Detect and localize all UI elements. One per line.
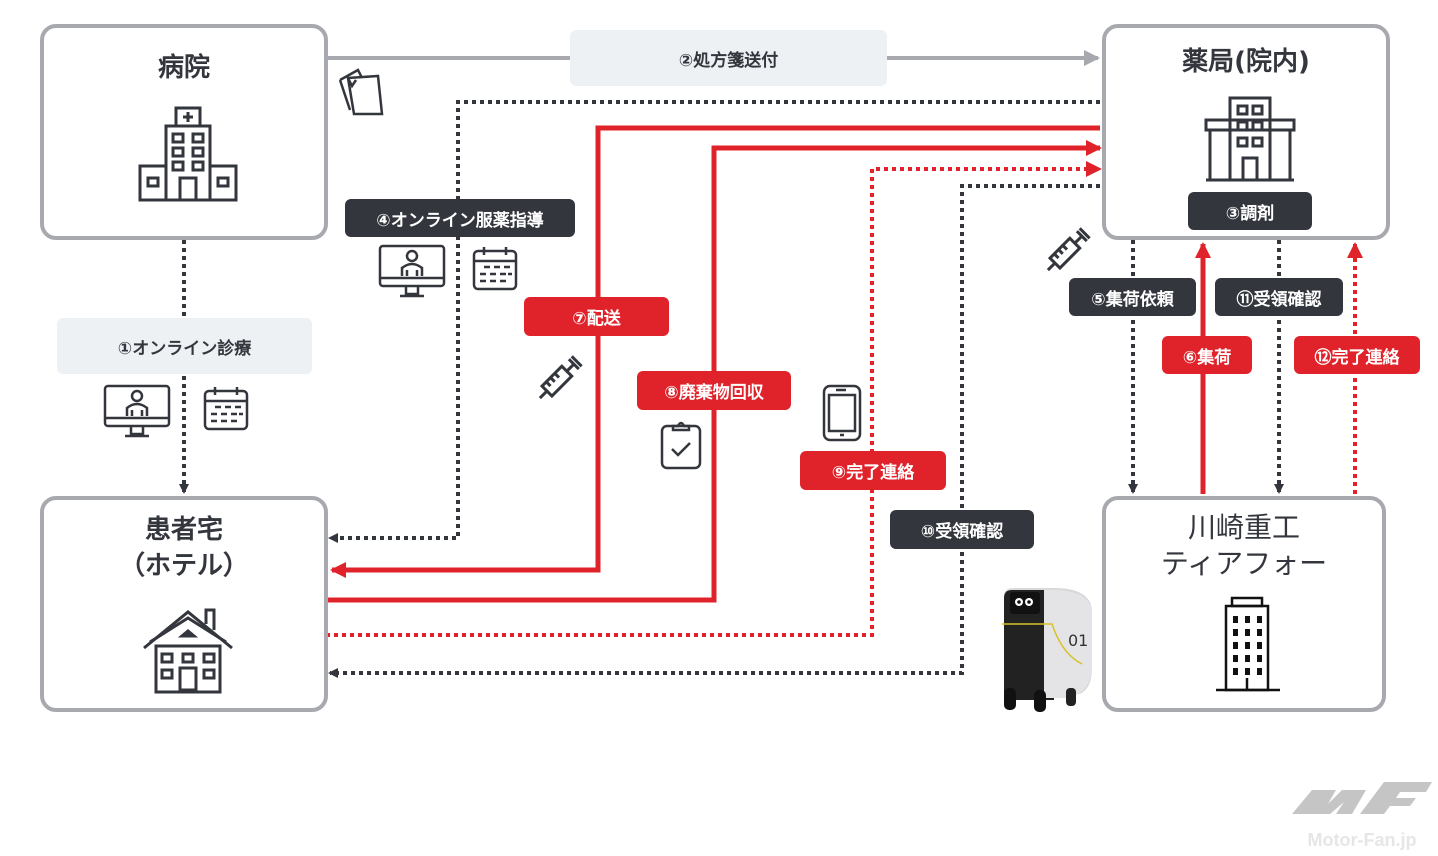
dispensing-badge: ③調剤 [1188,192,1312,230]
motor-fan-logo-icon [1292,782,1432,814]
kawasaki-tier4-node: 川崎重工 ティアフォー [1102,496,1386,712]
pharmacy-node: 薬局(院内) ③調剤 [1102,24,1390,240]
video-call-monitor-icon-2 [378,244,446,298]
kawasaki-title-line2: ティアフォー [1160,547,1328,580]
watermark-text: Motor-Fan.jp [1307,830,1417,850]
step-5-pickup-request-label: ⑤集荷依頼 [1069,278,1196,316]
syringe-icon [538,355,583,400]
house-icon [143,608,233,694]
office-building-icon [1204,96,1296,182]
pharmacy-title: 薬局(院内) [1182,47,1310,77]
clipboard-check-icon [660,421,702,470]
motor-fan-watermark: Motor-Fan.jp [1292,774,1432,850]
calendar-icon-2 [472,247,518,291]
documents-icon [338,68,384,116]
flow-delivery [330,125,1100,578]
step-1-online-consultation-label: ①オンライン診療 [57,318,312,374]
step-7-delivery-label: ⑦配送 [524,297,669,336]
step-11-receipt-confirmation-label: ⑪受領確認 [1215,278,1343,316]
smartphone-icon [822,384,862,442]
patient-title-line2: （ホテル） [118,551,249,581]
step-6-pickup-label: ⑥集荷 [1162,336,1252,374]
flow-completion-notice [326,161,1102,637]
syringe-icon-2 [1046,227,1091,272]
step-12-completion-notice-label: ⑫完了連絡 [1294,336,1420,374]
patient-home-node: 患者宅 （ホテル） [40,496,328,712]
step-4-online-guidance-label: ④オンライン服薬指導 [345,199,575,237]
step-2-prescription-label: ②処方箋送付 [570,30,887,86]
hospital-node: 病院 [40,24,328,240]
kawasaki-title-line1: 川崎重工 [1187,511,1300,544]
flow-online-guidance [328,100,1100,543]
hospital-building-icon [138,106,238,202]
video-call-monitor-icon [103,384,171,438]
patient-title-line1: 患者宅 [144,515,223,545]
skyscraper-icon [1216,596,1280,692]
hospital-title: 病院 [157,53,210,83]
step-9-completion-notice-label: ⑨完了連絡 [800,451,946,490]
delivery-robot-icon: 01 [1002,588,1092,712]
step-8-waste-collection-label: ⑧廃棄物回収 [637,371,791,410]
step-10-receipt-confirmation-label: ⑩受領確認 [890,510,1034,549]
calendar-icon [203,387,249,431]
svg-text:01: 01 [1068,631,1088,650]
